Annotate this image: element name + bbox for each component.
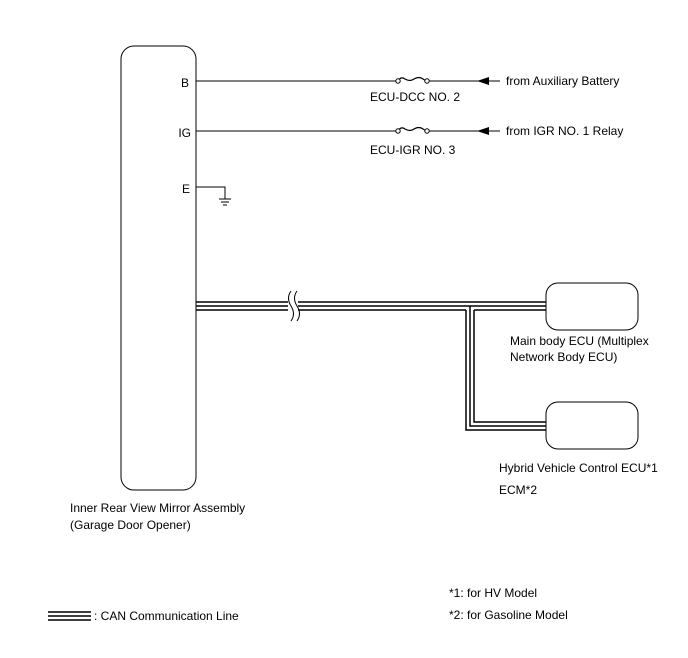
can-line-legend-symbol xyxy=(48,611,91,621)
fuse-ecu-igr-symbol xyxy=(397,126,428,132)
note-gasoline-model: *2: for Gasoline Model xyxy=(449,608,568,622)
pin-e-label: E xyxy=(182,182,190,196)
fuse-ecu-dcc-label: ECU-DCC NO. 2 xyxy=(370,90,460,104)
hybrid-ecu-label: Hybrid Vehicle Control ECU*1 xyxy=(499,461,658,475)
arrow-head-igr-relay xyxy=(477,127,489,135)
main-body-ecu-box xyxy=(545,282,639,331)
mirror-assembly-label-line1: Inner Rear View Mirror Assembly xyxy=(70,501,245,515)
main-body-ecu-label-line1: Main body ECU (Multiplex xyxy=(510,334,649,348)
hybrid-ecm-box xyxy=(545,401,639,450)
pin-ig-label: IG xyxy=(178,126,191,140)
wire-break-right xyxy=(294,290,300,322)
main-body-ecu-label-line2: Network Body ECU) xyxy=(510,350,617,364)
can-line-legend-label: : CAN Communication Line xyxy=(94,609,239,623)
mirror-assembly-box xyxy=(120,45,197,491)
pin-b-label: B xyxy=(181,76,189,90)
can-bus-branch xyxy=(465,306,547,431)
can-bus-trunk xyxy=(196,290,547,322)
source-aux-battery-label: from Auxiliary Battery xyxy=(506,74,619,88)
mirror-assembly-label-line2: (Garage Door Opener) xyxy=(70,518,191,532)
b-power-wire xyxy=(196,76,500,85)
fuse-ecu-dcc-symbol xyxy=(397,76,428,82)
ig-power-wire xyxy=(196,126,500,135)
wire-break-left xyxy=(288,290,294,322)
arrow-head-aux-battery xyxy=(477,77,489,85)
ground-symbol xyxy=(196,186,231,206)
source-igr-relay-label: from IGR NO. 1 Relay xyxy=(506,124,623,138)
note-hv-model: *1: for HV Model xyxy=(449,586,537,600)
ecm-label: ECM*2 xyxy=(499,483,537,497)
fuse-ecu-igr-label: ECU-IGR NO. 3 xyxy=(370,143,456,157)
